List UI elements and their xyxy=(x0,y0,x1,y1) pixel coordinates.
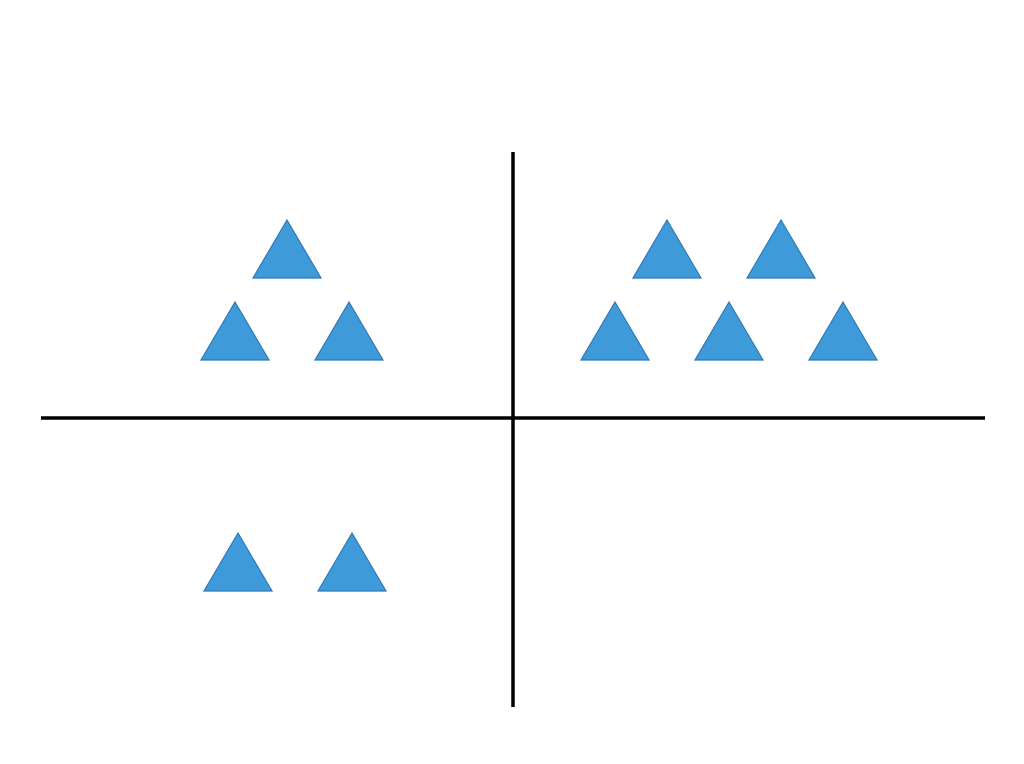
triangle xyxy=(579,300,651,361)
triangle xyxy=(693,300,765,361)
quadrant-bottom-left xyxy=(202,531,388,592)
triangle xyxy=(316,531,388,592)
triangle xyxy=(745,218,817,279)
triangle xyxy=(199,300,271,361)
quadrant-top-left xyxy=(199,218,385,361)
triangle xyxy=(313,300,385,361)
quadrant-top-right xyxy=(579,218,879,361)
triangle xyxy=(202,531,274,592)
triangle xyxy=(631,218,703,279)
triangle xyxy=(807,300,879,361)
triangle xyxy=(251,218,323,279)
